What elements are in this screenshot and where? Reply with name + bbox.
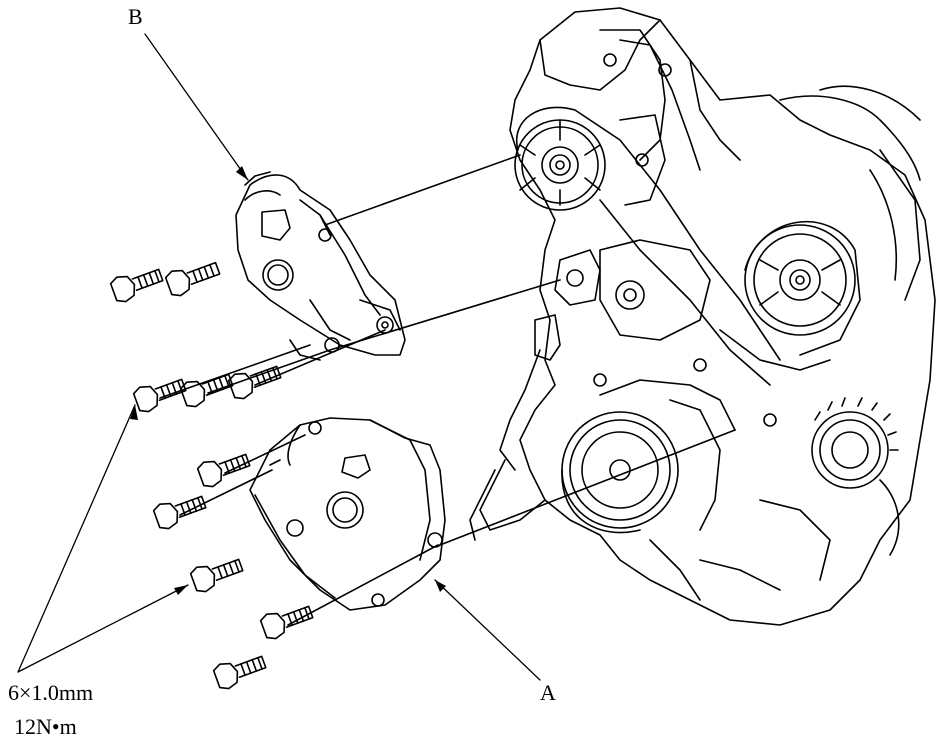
leader-b-to-engine [325,155,520,225]
arrowheads [130,166,446,595]
leader-spec-1 [18,405,135,672]
lower-timing-cover-a [250,418,445,610]
bolt-3 [132,373,188,415]
leader-spec-2 [18,585,188,672]
bolt-10 [212,650,268,692]
bolts [109,256,438,691]
callout-leaders [18,34,540,680]
leader-a [435,580,540,680]
rear-cam-pulley [745,225,855,335]
leader-b-lower [330,280,560,350]
bolt-size-spec: 6×1.0mm [8,680,94,705]
bolt-5 [227,360,283,402]
callout-label-b: B [128,4,143,29]
torque-spec: 12N•m [14,714,77,739]
bolt-9 [259,600,315,642]
crankshaft-pulley [562,412,678,533]
oil-seal-gear [812,398,898,488]
bolt-6 [196,448,252,490]
callout-label-a: A [540,680,556,705]
leader-a-to-engine [440,430,735,545]
bolt-2 [164,256,222,298]
leader-b [145,34,248,180]
bolt-1 [109,263,165,305]
upper-cam-pulley [515,120,605,210]
bolt-7 [152,490,208,532]
engine-block [470,8,935,625]
bolt-8 [189,553,245,595]
